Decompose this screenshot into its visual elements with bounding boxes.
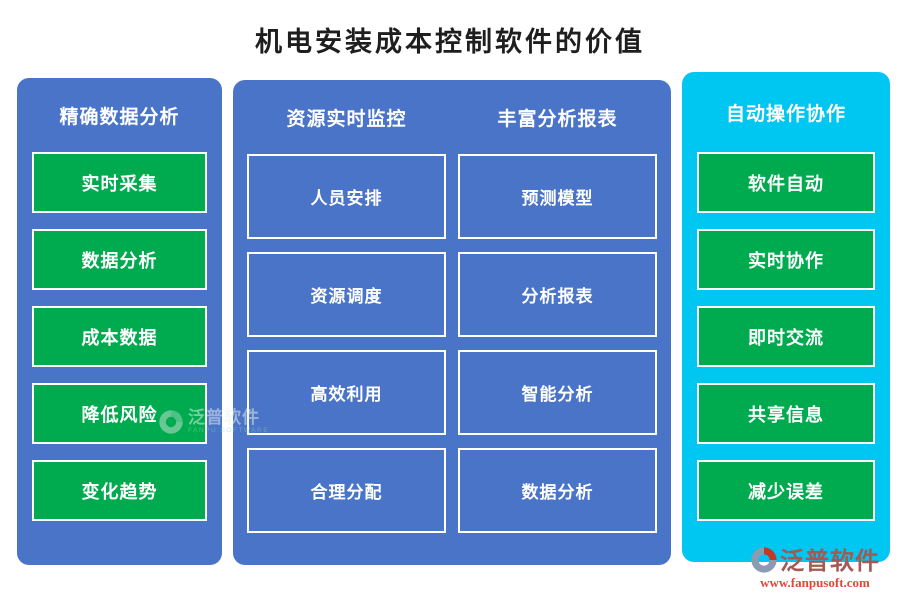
middle-column-header: 资源实时监控	[286, 108, 407, 130]
right-panel-items: 软件自动 实时协作 即时交流 共享信息 减少误差	[682, 152, 890, 521]
middle-panel-item: 资源调度	[247, 252, 446, 337]
middle-panel: 资源实时监控 人员安排 资源调度 高效利用 合理分配 丰富分析报表 预测模型 分…	[233, 80, 671, 565]
left-panel-item: 降低风险	[32, 383, 207, 444]
middle-panel-item: 合理分配	[247, 448, 446, 533]
middle-panel-item: 人员安排	[247, 154, 446, 239]
fanpu-logo-text: 泛普软件	[780, 548, 880, 575]
fanpu-logo-url: www.fanpusoft.com	[760, 575, 870, 590]
fanpu-logo: 泛普软件 www.fanpusoft.com	[736, 546, 894, 589]
left-panel-item: 数据分析	[32, 229, 207, 290]
left-panel-item: 成本数据	[32, 306, 207, 367]
right-panel-item: 减少误差	[697, 460, 875, 521]
right-panel: 自动操作协作 软件自动 实时协作 即时交流 共享信息 减少误差	[682, 72, 890, 562]
right-panel-item: 共享信息	[697, 383, 875, 444]
left-panel: 精确数据分析 实时采集 数据分析 成本数据 降低风险 变化趋势	[17, 78, 222, 565]
fanpu-logo-icon	[750, 546, 778, 574]
middle-column-monitoring: 资源实时监控 人员安排 资源调度 高效利用 合理分配	[247, 80, 446, 533]
middle-panel-item: 数据分析	[458, 448, 657, 533]
middle-panel-item: 预测模型	[458, 154, 657, 239]
left-panel-item: 变化趋势	[32, 460, 207, 521]
middle-panel-item: 分析报表	[458, 252, 657, 337]
right-panel-header: 自动操作协作	[725, 103, 846, 125]
left-panel-items: 实时采集 数据分析 成本数据 降低风险 变化趋势	[17, 152, 222, 521]
middle-column-reports: 丰富分析报表 预测模型 分析报表 智能分析 数据分析	[458, 80, 657, 533]
right-panel-item: 实时协作	[697, 229, 875, 290]
right-panel-item: 即时交流	[697, 306, 875, 367]
middle-panel-item: 智能分析	[458, 350, 657, 435]
middle-panel-item: 高效利用	[247, 350, 446, 435]
page-title: 机电安装成本控制软件的价值	[255, 27, 645, 57]
left-panel-header: 精确数据分析	[59, 106, 180, 128]
right-panel-item: 软件自动	[697, 152, 875, 213]
left-panel-item: 实时采集	[32, 152, 207, 213]
middle-column-header: 丰富分析报表	[497, 108, 618, 130]
